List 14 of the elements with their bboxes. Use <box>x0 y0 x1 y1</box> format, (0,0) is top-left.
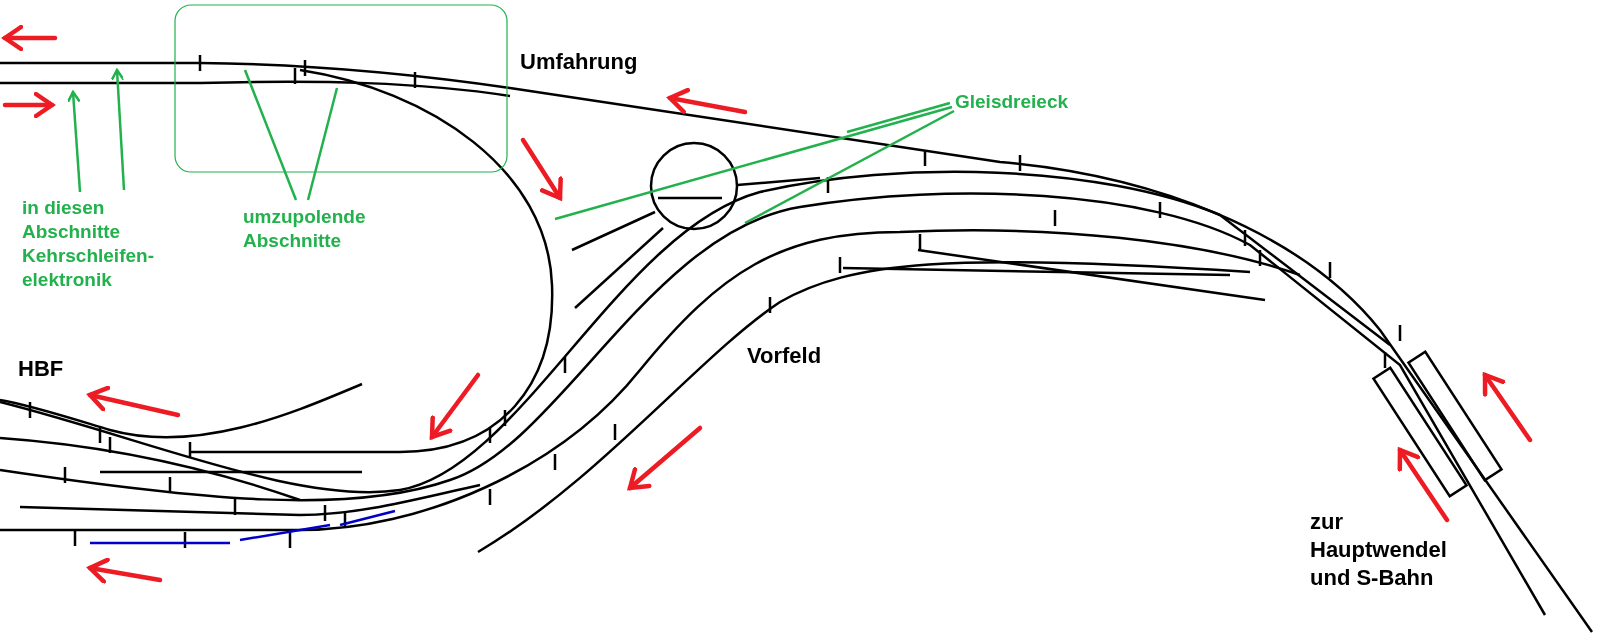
leader-line <box>243 69 298 201</box>
leader-line <box>306 87 339 201</box>
leader-line <box>554 105 953 221</box>
leader-line <box>846 101 951 134</box>
callout-text: Gleisdreieck <box>955 90 1115 114</box>
leader-line <box>110 68 126 191</box>
callout-text: umzupolende Abschnitte <box>243 205 413 253</box>
callout-text: in diesen Abschnitte Kehrschleifen-elektronik <box>22 196 202 292</box>
place-label: HBF <box>18 355 65 383</box>
leader-line <box>66 90 82 193</box>
leader-line <box>744 109 955 225</box>
place-label: Umfahrung <box>520 48 639 76</box>
place-label: Vorfeld <box>747 342 823 370</box>
place-label: zur Hauptwendel und S-Bahn <box>1310 508 1448 592</box>
